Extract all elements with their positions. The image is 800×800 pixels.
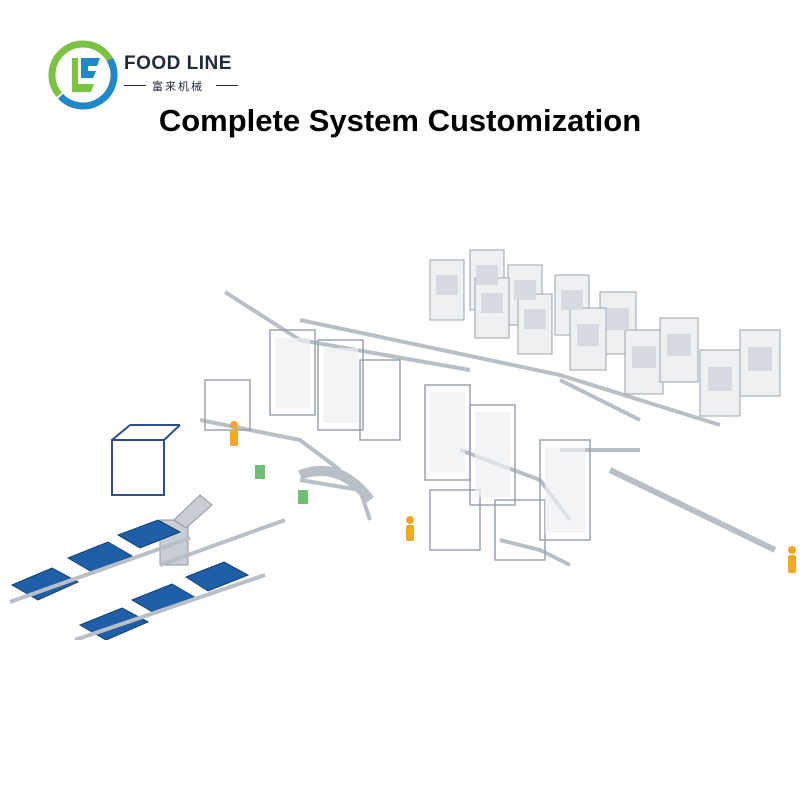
food-line-logo-icon — [48, 40, 118, 110]
control-cabinets — [255, 465, 308, 504]
operators — [230, 421, 796, 573]
company-logo[interactable]: FOOD LINE 富来机械 — [48, 40, 248, 110]
operator-figure-1 — [230, 421, 238, 446]
operator-figure-2 — [406, 516, 414, 541]
brand-chinese-name: 富来机械 — [124, 78, 244, 93]
brand-name: FOOD LINE — [124, 53, 232, 74]
packing-machine-windows — [436, 265, 772, 391]
operator-figure-3 — [788, 546, 796, 573]
brand-divider-left — [124, 85, 146, 86]
production-line-illustration — [9, 249, 796, 640]
page-headline: Complete System Customization — [158, 103, 642, 138]
frame-fills — [275, 338, 585, 533]
pallet-cage — [111, 424, 181, 496]
curved-conveyor — [298, 465, 374, 504]
steel-frame-structures — [204, 329, 591, 561]
brand-divider-right — [216, 85, 238, 86]
blue-pallets — [10, 519, 250, 640]
brand-name-cn: 富来机械 — [152, 81, 204, 93]
pallet-rollers — [9, 518, 286, 640]
